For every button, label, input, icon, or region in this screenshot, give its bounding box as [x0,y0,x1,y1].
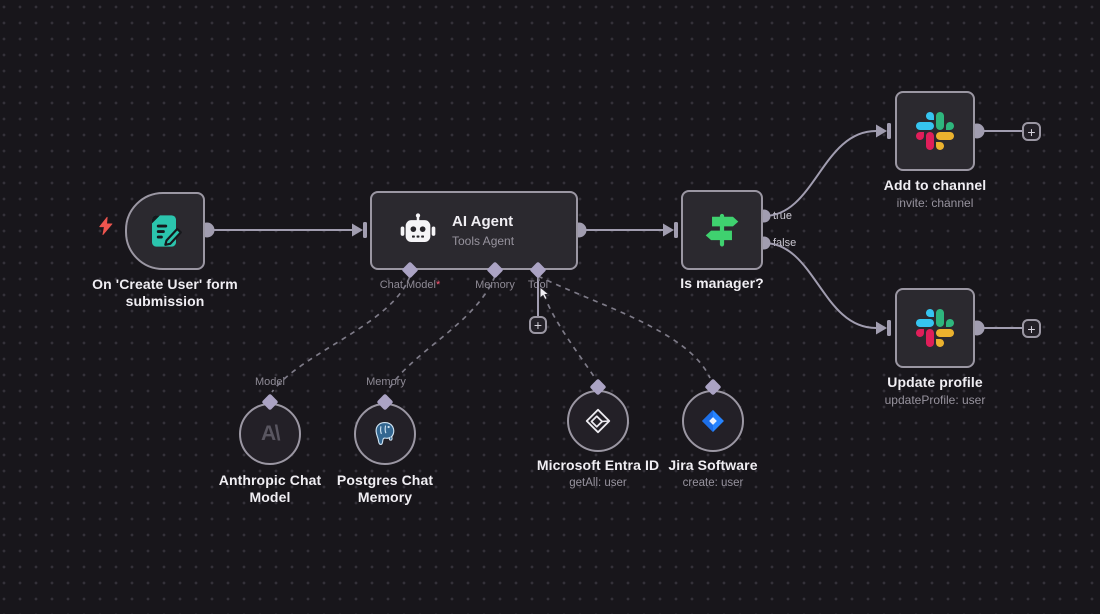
entra-id-icon [585,408,611,434]
edge-memory-to-postgres[interactable] [386,275,496,393]
input-port-agent[interactable] [352,223,363,237]
node-subtitle-entra: getAll: user [569,477,627,489]
lightning-bolt-icon [99,216,113,235]
input-bar-slack-update [887,320,891,336]
plus-glyph: + [1027,320,1036,337]
node-slack-add-to-channel[interactable] [895,91,975,171]
signpost-icon [705,213,739,247]
input-bar-slack-add [887,123,891,139]
node-label-postgres: Postgres Chat Memory [336,472,434,505]
node-anthropic-chat-model[interactable]: A\ [239,403,301,465]
node-microsoft-entra-id[interactable] [567,390,629,452]
agent-title: AI Agent [452,213,514,230]
edge-chatmodel-to-anthropic[interactable] [271,275,411,393]
node-subtitle-slack-add: invite: channel [896,196,974,210]
node-postgres-chat-memory[interactable] [354,403,416,465]
mouse-cursor-icon [539,287,551,301]
node-label-slack-add: Add to channel [883,177,987,193]
edge-true-to-slack-add[interactable] [763,130,877,217]
slack-icon [916,309,954,347]
input-bar-agent [363,222,367,238]
add-next-node-button-bottom[interactable]: + [1022,319,1041,338]
node-slack-update-profile[interactable] [895,288,975,368]
node-form-trigger[interactable] [125,192,205,270]
node-label-jira: Jira Software [668,457,758,473]
node-label-entra: Microsoft Entra ID [536,457,660,473]
node-label-is-manager: Is manager? [680,275,764,291]
node-jira-software[interactable] [682,390,744,452]
form-trigger-icon [152,215,182,247]
node-ai-agent[interactable]: AI Agent Tools Agent [370,191,578,270]
postgresql-icon [375,421,395,445]
node-label-anthropic: Anthropic Chat Model [218,472,322,505]
agent-subtitle: Tools Agent [452,234,515,248]
input-bar-switch [674,222,678,238]
edge-tool-to-jira[interactable] [537,275,711,379]
node-label-slack-update: Update profile [887,374,983,390]
plus-glyph: + [1027,123,1036,140]
jira-icon [702,410,724,432]
node-subtitle-slack-update: updateProfile: user [884,393,986,407]
node-label-form-trigger: On 'Create User' form submission [92,276,238,309]
port-label-memory: Memory [475,279,515,291]
node-subtitle-jira: create: user [682,477,744,489]
input-port-slack-add[interactable] [876,124,887,138]
anthropic-icon: A\ [261,421,281,445]
edge-false-to-slack-update[interactable] [763,242,877,329]
plus-glyph: + [533,317,543,333]
slack-icon [916,112,954,150]
input-port-switch[interactable] [663,223,674,237]
edge-tool-to-entra[interactable] [537,275,596,379]
input-port-slack-update[interactable] [876,321,887,335]
add-next-node-button-top[interactable]: + [1022,122,1041,141]
required-asterisk: * [435,279,441,291]
add-tool-button[interactable]: + [529,316,547,334]
port-label-chat-model: Chat Model* [379,279,441,291]
node-is-manager[interactable] [681,190,763,270]
robot-icon [400,212,436,242]
